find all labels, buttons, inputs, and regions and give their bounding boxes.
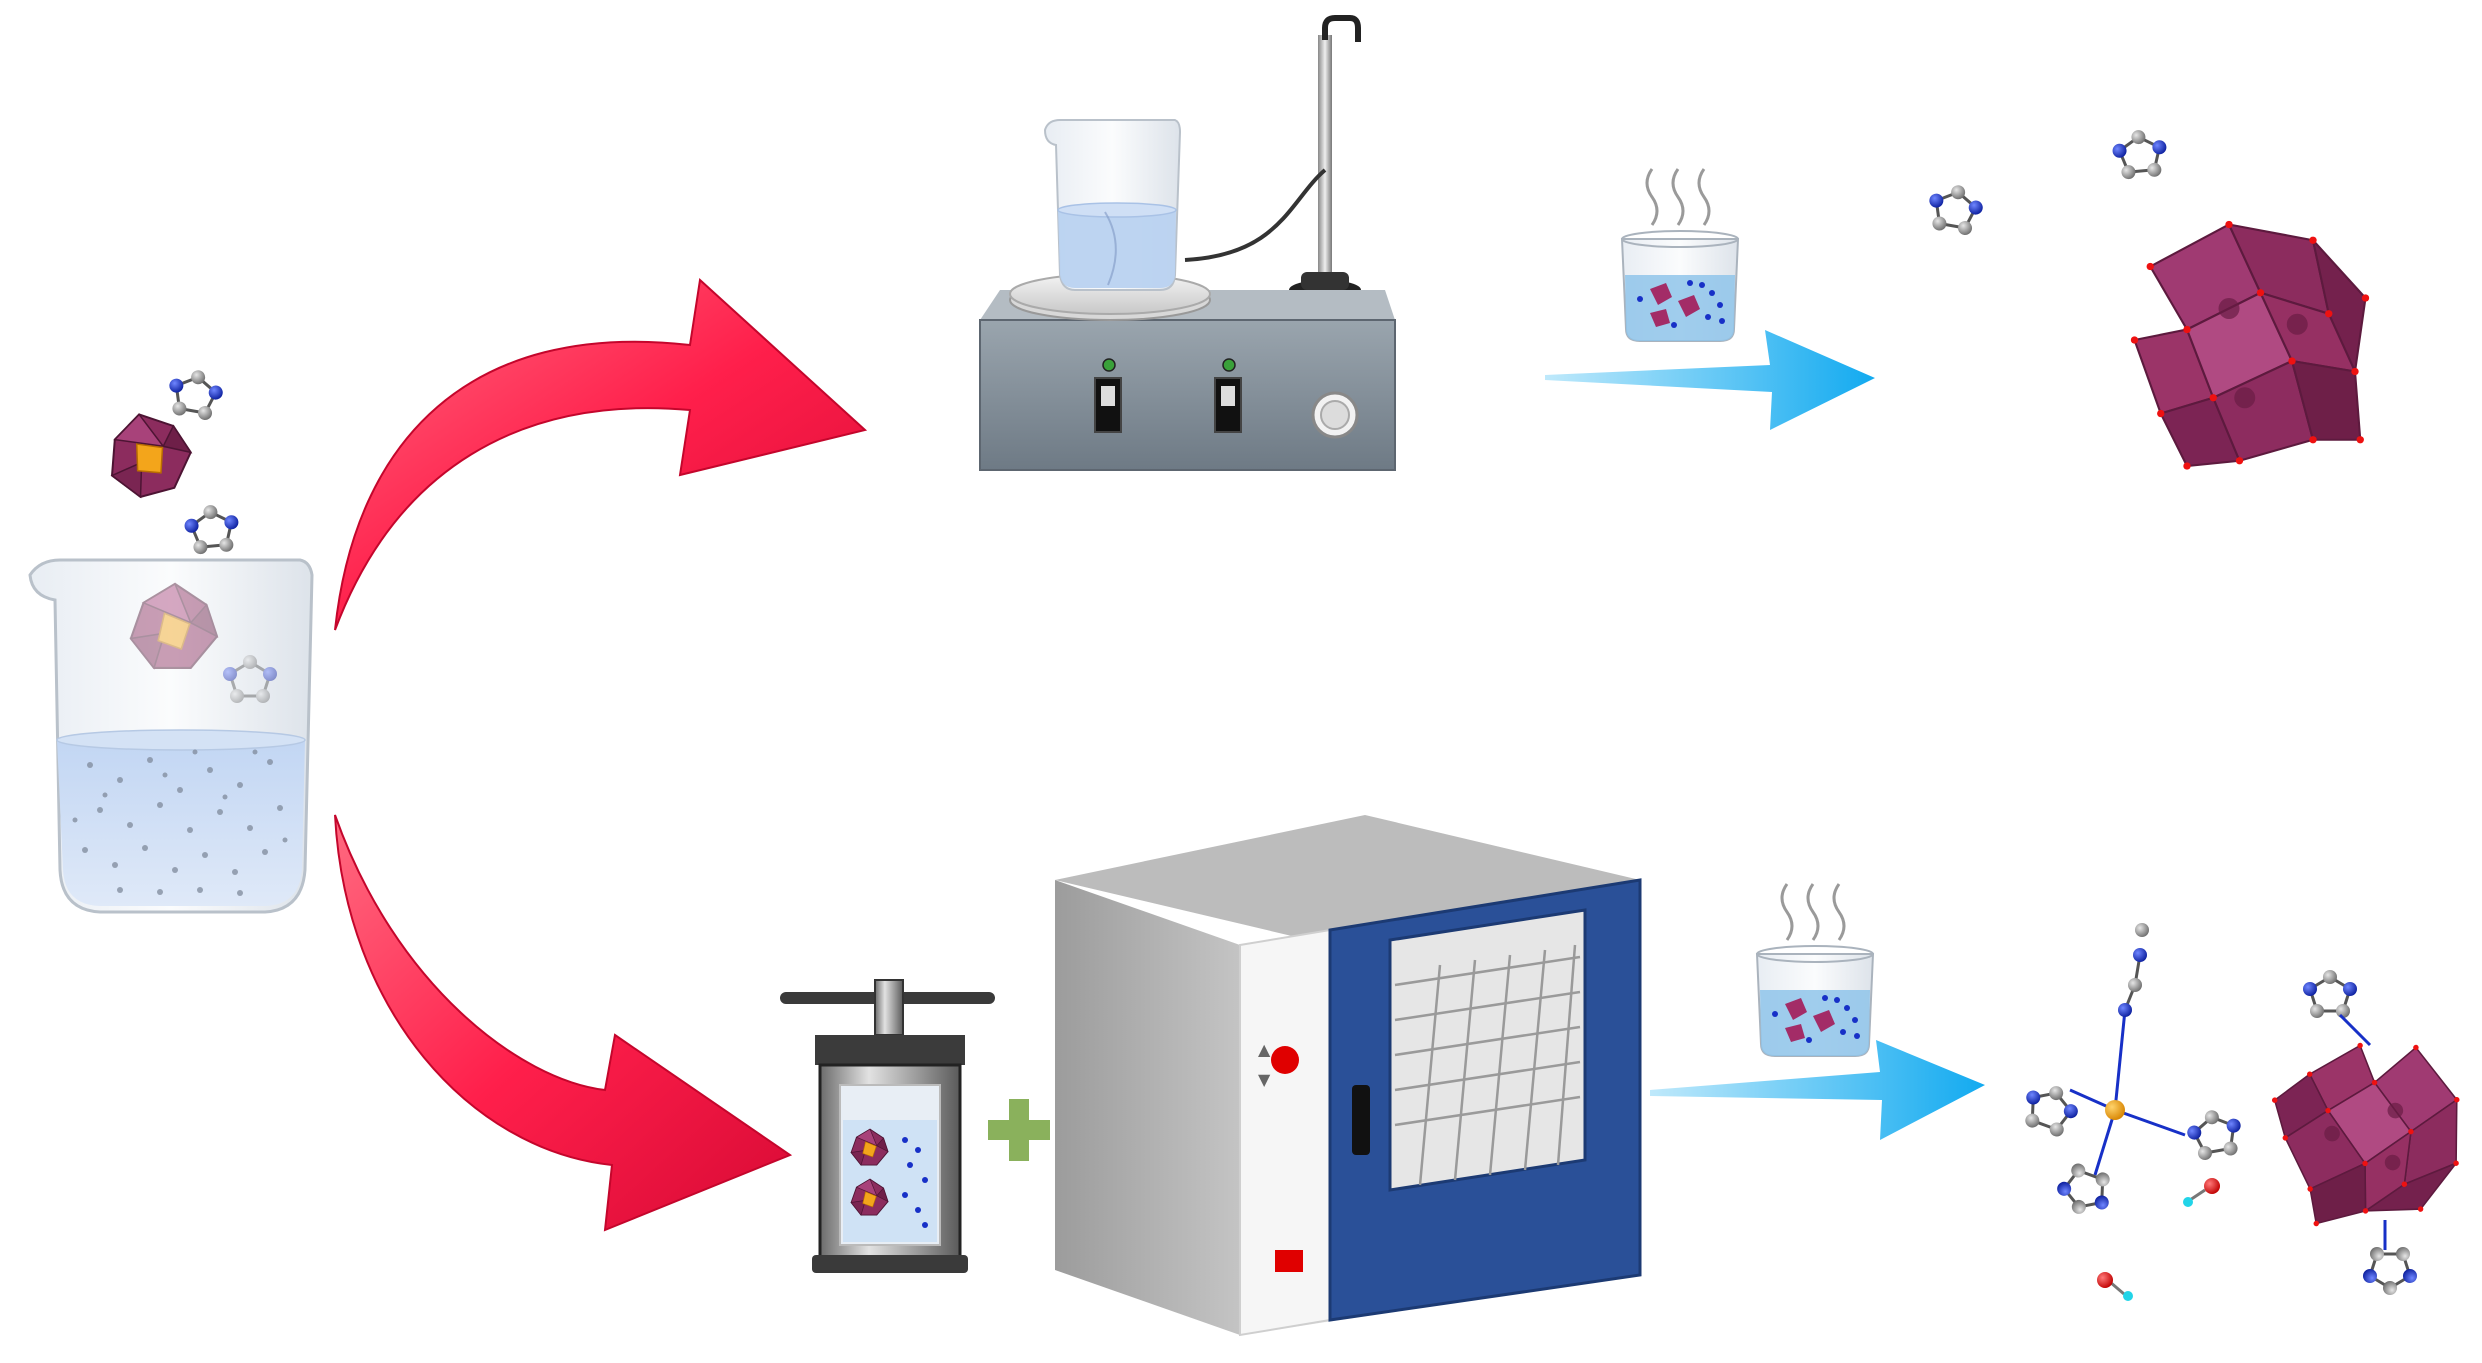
polyoxometalate-cluster-icon [2129,219,2371,471]
washing-beaker-icon [1755,882,1875,1058]
plus-icon [988,1099,1050,1161]
polyoxometalate-cluster-icon [2263,1026,2479,1235]
svg-text:▼: ▼ [1258,1070,1271,1089]
coordination-complex-icon [2015,923,2248,1225]
blue-arrow-bottom [1650,1040,1985,1140]
curved-arrow-down [334,814,793,1232]
water-molecule-icon [2183,1178,2220,1207]
imidazole-molecule-icon [1922,179,1988,239]
blue-arrow-top [1545,330,1875,430]
magnetic-stirrer-icon [979,15,1396,471]
polyoxometalate-cluster-icon [97,403,200,504]
washing-beaker-icon [1620,167,1740,343]
curved-arrow-up [334,278,868,631]
starting-beaker-icon [28,364,314,914]
autoclave-icon [780,979,995,1273]
imidazole-molecule-icon [2109,126,2171,182]
water-molecule-icon [2097,1272,2133,1301]
svg-text:▲: ▲ [1258,1040,1271,1059]
imidazole-molecule-icon [2361,1245,2419,1297]
imidazole-molecule-icon [181,501,243,557]
imidazole-molecule-icon [162,364,228,424]
imidazole-molecule-icon [2301,968,2359,1020]
drying-oven-icon: ▲ ▼ [1055,815,1642,1337]
